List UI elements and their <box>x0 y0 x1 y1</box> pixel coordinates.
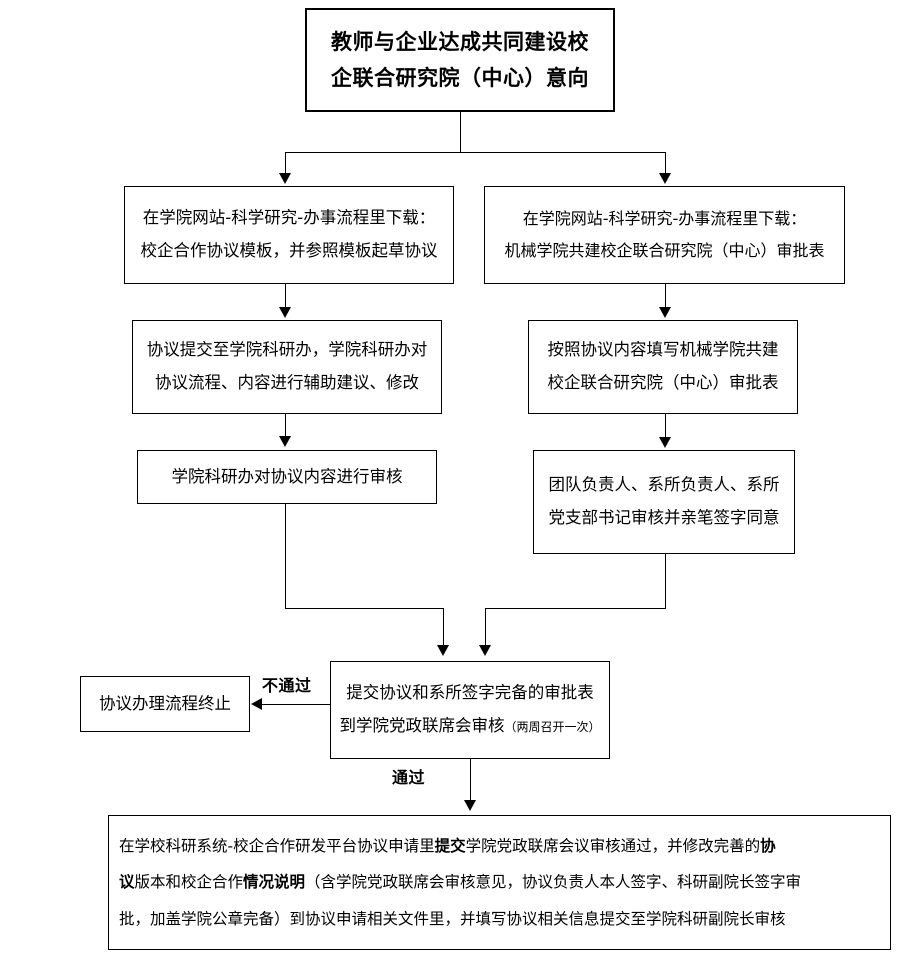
node-line: 按照协议内容填写机械学院共建 <box>547 340 779 360</box>
connector-left-converge-horizontal <box>285 608 444 609</box>
arrowhead-left-2-3 <box>279 436 291 447</box>
connector-left-1-2 <box>285 284 286 311</box>
connector-left-converge-final <box>443 608 444 649</box>
node-process-terminated: 协议办理流程终止 <box>80 676 250 732</box>
node-line: 在学院网站-科学研究-办事流程里下载： <box>142 208 436 228</box>
emphasis-text: 议 <box>119 873 135 892</box>
connector-split-right-drop <box>665 152 666 178</box>
emphasis-text: 情况说明 <box>243 873 306 892</box>
plain-text: 在学校科研系统-校企合作研发平台协议申请里 <box>119 836 435 855</box>
plain-text: 学院党政联席会议审核通过，并修改完善的 <box>465 836 761 855</box>
arrowhead-left-1-2 <box>279 307 291 318</box>
arrowhead-right-into-merge <box>479 645 491 656</box>
connector-right-converge-drop <box>665 554 666 609</box>
arrowhead-reject <box>251 698 262 710</box>
node-line: 学院科研办对协议内容进行审核 <box>171 466 403 486</box>
connector-split-horizontal <box>285 152 665 153</box>
node-line: 协议流程、内容进行辅助建议、修改 <box>155 373 419 392</box>
node-line: 教师与企业达成共同建设校 <box>331 29 589 54</box>
connector-left-converge-drop <box>285 504 286 609</box>
node-line: 校企联合研究院（中心）审批表 <box>547 373 779 392</box>
node-research-office-review: 学院科研办对协议内容进行审核 <box>137 450 437 504</box>
node-joint-meeting-review: 提交协议和系所签字完备的审批表 到学院党政联席会审核（两周召开一次） <box>330 661 610 759</box>
connector-split-left-drop <box>285 152 286 178</box>
connector-right-1-2 <box>665 284 666 311</box>
node-line: 协议提交至学院科研办，学院科研办对 <box>146 340 428 360</box>
node-download-agreement-template: 在学院网站-科学研究-办事流程里下载： 校企合作协议模板，并参照模板起草协议 <box>124 186 454 284</box>
connector-left-2-3 <box>285 414 286 440</box>
plain-text: 版本和校企合作 <box>134 873 244 892</box>
edge-label-reject: 不通过 <box>262 676 312 695</box>
emphasis-text: 协 <box>760 836 776 855</box>
edge-label-approve: 通过 <box>392 768 426 787</box>
connector-right-converge-horizontal <box>485 608 666 609</box>
node-line: 议版本和校企合作情况说明（含学院党政联席会审核意见，协议负责人本人签字、科研副院… <box>109 873 890 892</box>
node-line: 机械学院共建校企联合研究院（中心）审批表 <box>504 241 825 260</box>
connector-right-2-3 <box>665 414 666 441</box>
node-line-with-note: 到学院党政联席会审核（两周召开一次） <box>331 716 609 736</box>
arrowhead-to-right-branch <box>659 173 671 184</box>
connector-reject <box>262 704 330 705</box>
node-line: 党支部书记审核并亲笔签字同意 <box>548 508 780 527</box>
arrowhead-approve <box>464 800 476 811</box>
node-leaders-sign-approval: 团队负责人、系所负责人、系所 党支部书记审核并亲笔签字同意 <box>533 450 795 554</box>
plain-text: （含学院党政联席会审核意见，协议负责人本人签字、科研副院长签字审 <box>305 873 802 892</box>
node-line-main: 到学院党政联席会审核 <box>339 716 505 735</box>
arrowhead-right-1-2 <box>659 307 671 318</box>
connector-approve <box>470 759 471 804</box>
node-line: 批，加盖学院公章完备）到协议申请相关文件里，并填写协议相关信息提交至学院科研副院… <box>109 910 890 929</box>
node-submit-to-research-office: 协议提交至学院科研办，学院科研办对 协议流程、内容进行辅助建议、修改 <box>132 320 442 414</box>
node-fill-approval-form: 按照协议内容填写机械学院共建 校企联合研究院（中心）审批表 <box>528 320 798 414</box>
arrowhead-left-into-merge <box>437 645 449 656</box>
node-line: 校企合作协议模板，并参照模板起草协议 <box>140 241 438 260</box>
node-download-approval-form: 在学院网站-科学研究-办事流程里下载： 机械学院共建校企联合研究院（中心）审批表 <box>484 186 845 284</box>
node-title-intent: 教师与企业达成共同建设校 企联合研究院（中心）意向 <box>305 8 615 112</box>
connector-right-converge-final <box>485 608 486 649</box>
emphasis-text: 提交 <box>434 836 466 855</box>
node-line: 企联合研究院（中心）意向 <box>331 66 589 90</box>
node-line: 提交协议和系所签字完备的审批表 <box>346 683 594 703</box>
node-line-note: （两周召开一次） <box>504 720 601 734</box>
node-line: 在学院网站-科学研究-办事流程里下载： <box>522 208 807 228</box>
plain-text: 批，加盖学院公章完备）到协议申请相关文件里，并填写协议相关信息提交至学院科研副院… <box>119 909 786 928</box>
node-line: 协议办理流程终止 <box>99 693 231 713</box>
arrowhead-to-left-branch <box>279 173 291 184</box>
node-final-submission: 在学校科研系统-校企合作研发平台协议申请里提交学院党政联席会议审核通过，并修改完… <box>108 815 891 950</box>
connector-title-trunk <box>460 112 461 153</box>
node-line: 在学校科研系统-校企合作研发平台协议申请里提交学院党政联席会议审核通过，并修改完… <box>109 837 890 856</box>
node-line: 团队负责人、系所负责人、系所 <box>548 475 780 495</box>
arrowhead-right-2-3 <box>659 437 671 448</box>
